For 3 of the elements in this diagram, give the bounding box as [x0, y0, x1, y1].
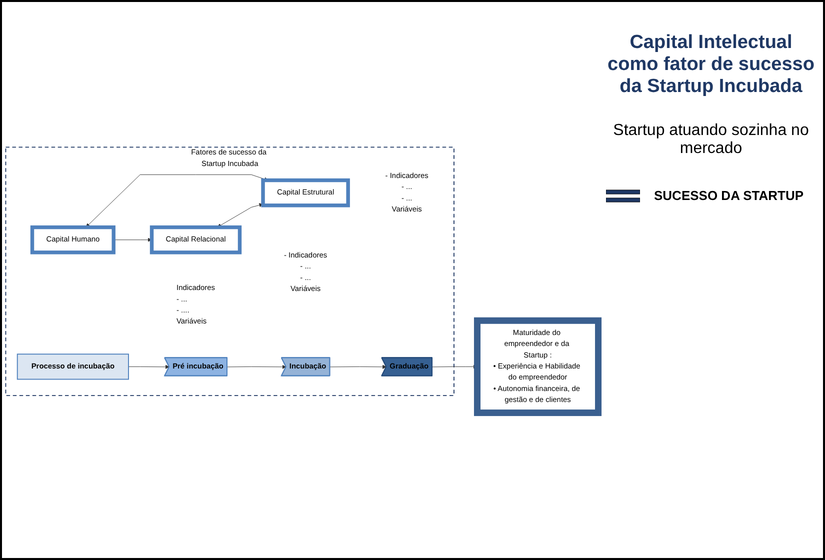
legend-label: SUCESSO DA STARTUP: [654, 188, 804, 203]
side-heading: Capital Intelectual como fator de sucesso da Startup Incubada: [606, 32, 816, 98]
side-note: Startup atuando sozinha no mercado: [612, 122, 810, 158]
